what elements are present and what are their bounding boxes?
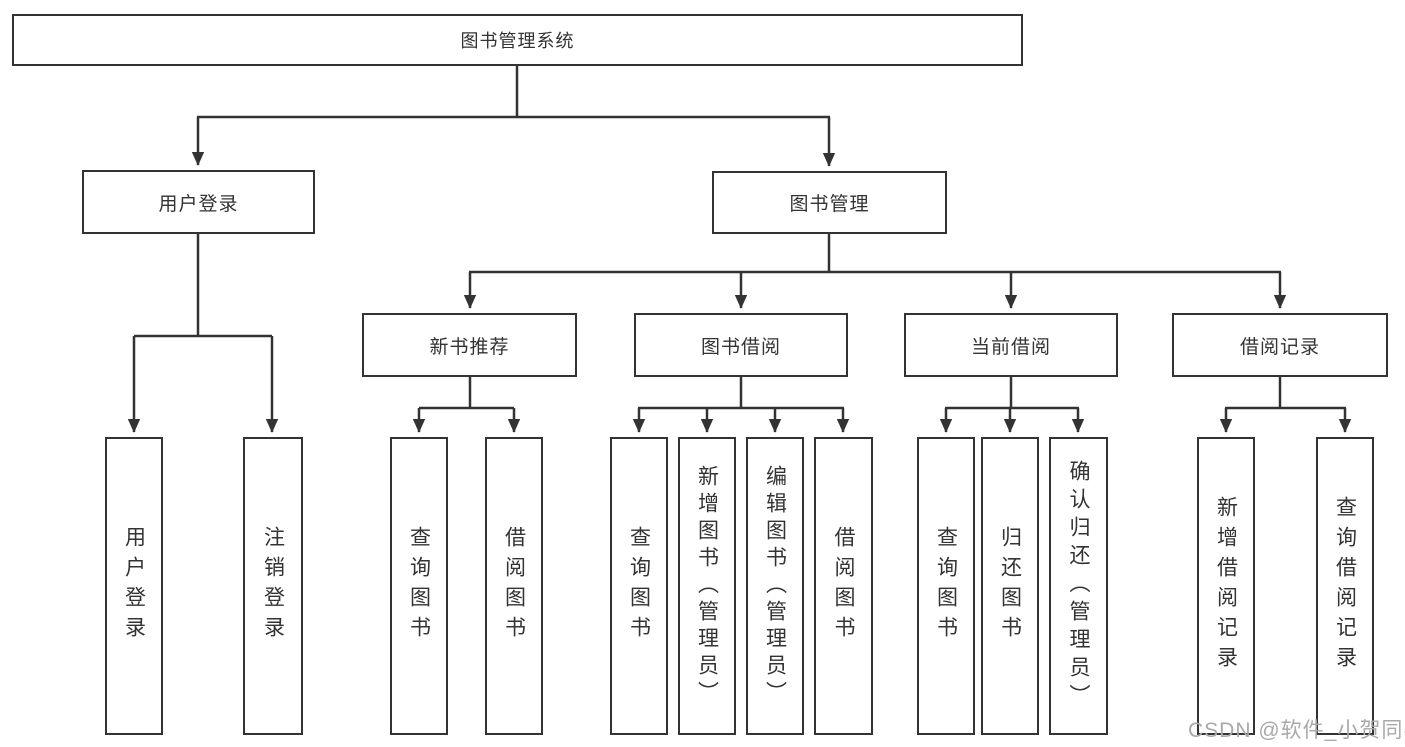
leaf-add-books-admin: 新增图书（管理员） xyxy=(678,437,736,735)
leaf-logout: 注销登录 xyxy=(243,437,303,735)
arrow-connectors xyxy=(127,117,1352,433)
node-current-borrow: 当前借阅 xyxy=(904,313,1118,377)
leaf-user-login: 用户登录 xyxy=(105,437,163,735)
leaf-query-books-2: 查询图书 xyxy=(610,437,668,735)
leaf-confirm-return-admin: 确认归还（管理员） xyxy=(1049,437,1108,735)
node-root-library-management-system: 图书管理系统 xyxy=(12,14,1023,66)
node-new-book-recommend: 新书推荐 xyxy=(362,313,577,377)
tree-branch-lines xyxy=(134,66,1346,410)
leaf-return-books: 归还图书 xyxy=(981,437,1039,735)
leaf-borrow-books-1: 借阅图书 xyxy=(485,437,543,735)
csdn-watermark: CSDN @软件_小贺同学 xyxy=(1188,719,1405,742)
leaf-query-books-3: 查询图书 xyxy=(917,437,975,735)
leaf-edit-books-admin: 编辑图书（管理员） xyxy=(746,437,804,735)
leaf-add-borrow-record: 新增借阅记录 xyxy=(1197,437,1255,735)
node-book-borrow: 图书借阅 xyxy=(634,313,848,377)
node-book-management: 图书管理 xyxy=(712,171,947,234)
leaf-query-books-1: 查询图书 xyxy=(390,437,448,735)
node-user-login: 用户登录 xyxy=(82,170,315,234)
node-borrow-records: 借阅记录 xyxy=(1172,313,1388,377)
leaf-borrow-books-2: 借阅图书 xyxy=(814,437,873,735)
leaf-query-borrow-record: 查询借阅记录 xyxy=(1316,437,1374,735)
